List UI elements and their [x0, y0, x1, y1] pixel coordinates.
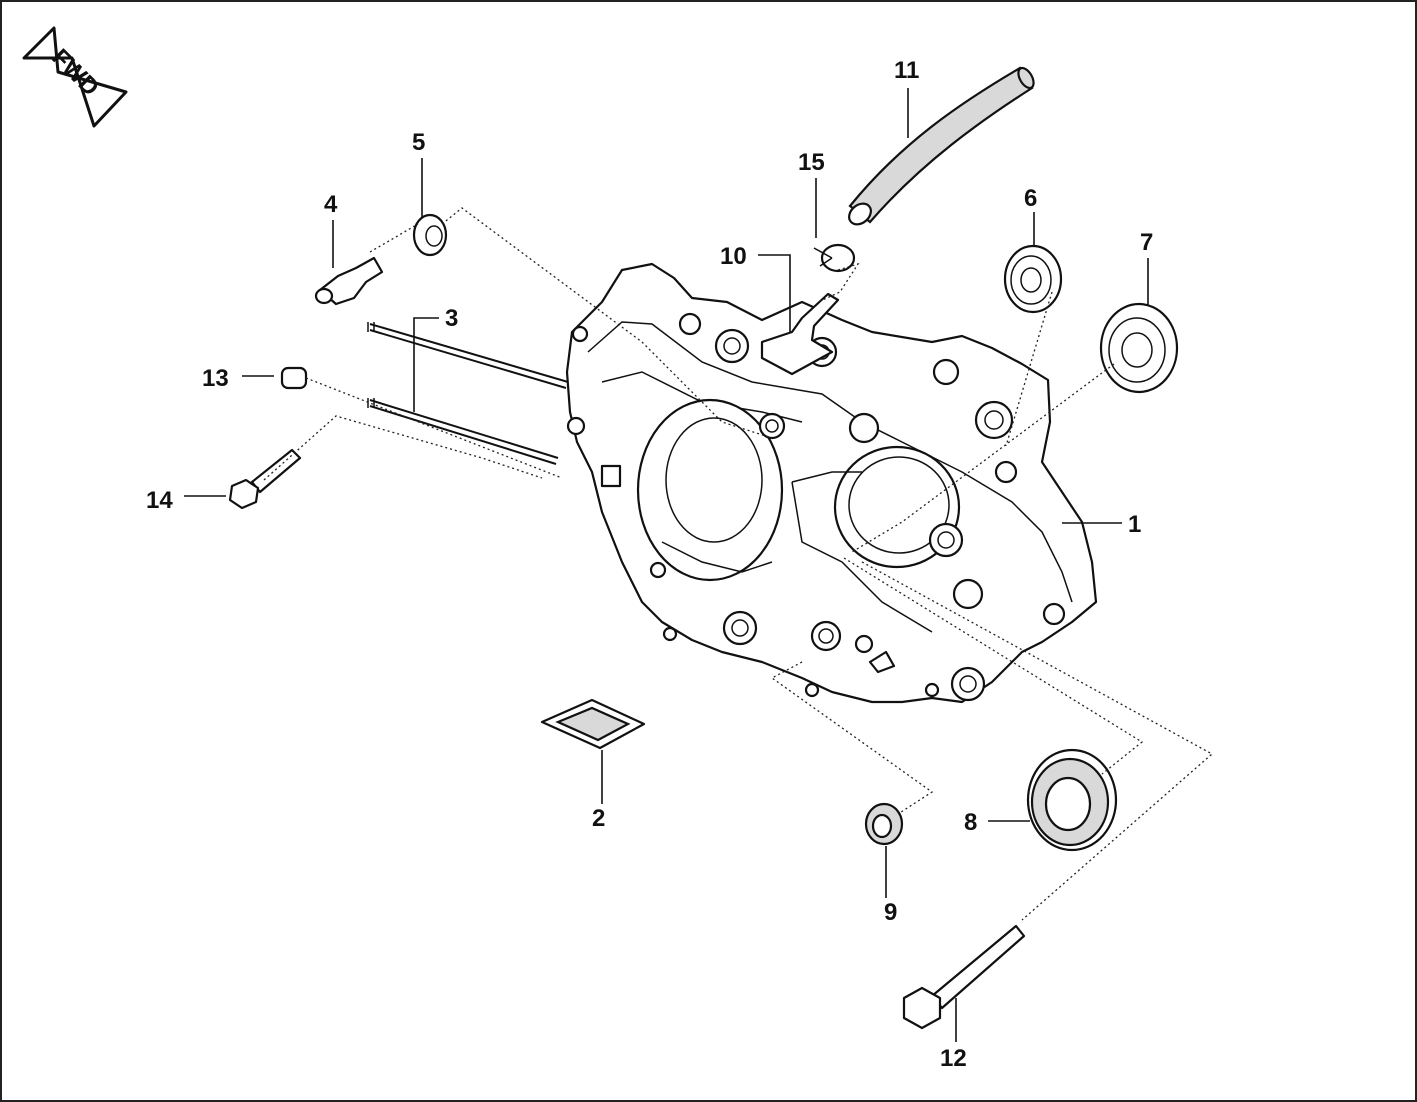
- callout-8: 8: [964, 809, 977, 836]
- callout-3: 3: [445, 305, 458, 332]
- callout-12: 12: [940, 1045, 967, 1072]
- hose-part: [848, 66, 1035, 226]
- dowel-13-part: [280, 366, 308, 390]
- callout-6: 6: [1024, 185, 1037, 212]
- fwd-arrow-icon: FWD: [22, 26, 128, 128]
- bearing-7-part: [1099, 302, 1179, 394]
- callout-7: 7: [1140, 229, 1153, 256]
- bolt-14-part: [228, 448, 302, 510]
- leader-lines: [184, 88, 1149, 1042]
- stud-3-part: [367, 322, 569, 465]
- callout-13: 13: [202, 365, 229, 392]
- callout-4: 4: [324, 191, 338, 218]
- fitting-4-part: [314, 256, 384, 306]
- callout-2: 2: [592, 805, 605, 832]
- callout-9: 9: [884, 899, 897, 926]
- crankcase-part: [565, 262, 1098, 704]
- callout-15: 15: [798, 149, 825, 176]
- callout-1: 1: [1128, 511, 1141, 538]
- oil-seal-8-part: [1026, 748, 1118, 852]
- assembly-guide-lines: [263, 207, 1214, 921]
- bearing-6-part: [1003, 244, 1063, 314]
- callout-14: 14: [146, 487, 173, 514]
- washer-5-part: [412, 213, 448, 257]
- callout-10: 10: [720, 243, 747, 270]
- callout-5: 5: [412, 129, 425, 156]
- callout-11: 11: [894, 57, 919, 84]
- bolt-12-part: [902, 924, 1026, 1030]
- seal-9-part: [864, 802, 904, 846]
- hose-clip-part: [813, 243, 856, 273]
- gasket-part: [540, 698, 646, 750]
